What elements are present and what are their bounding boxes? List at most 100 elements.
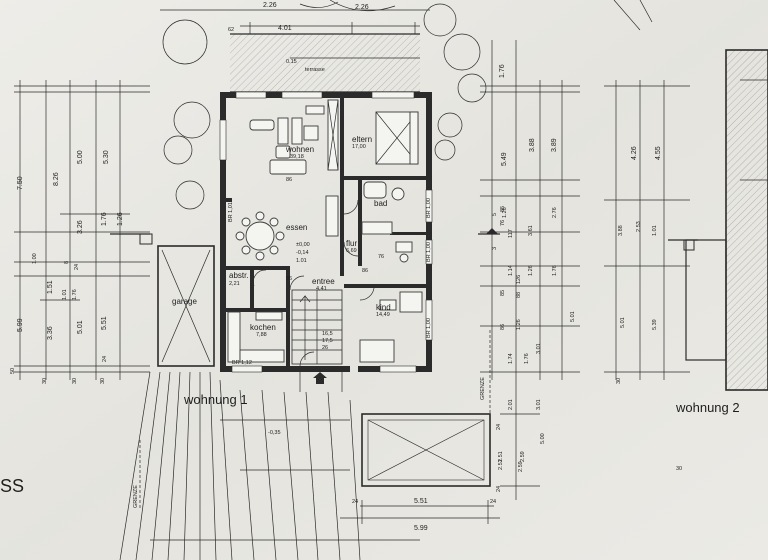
right-dim-9: 1.76: [552, 265, 558, 276]
right-small-5: 1.14: [508, 265, 514, 276]
right-dim-10: 5.01: [570, 311, 576, 322]
room-eltern-area: 17,00: [352, 144, 366, 150]
dining-table: [235, 195, 339, 261]
room-flur-area: 6,69: [346, 248, 357, 254]
garden-shrubs: [162, 0, 653, 210]
driveway-lines: [119, 371, 420, 560]
right-dim-8: 1.26: [528, 265, 534, 276]
carport-dim-3: 2.59: [518, 461, 524, 472]
right-dimension-lines: [480, 40, 580, 500]
right-dim-1: 1.76: [499, 64, 506, 78]
left-dim-11: 5.51: [101, 316, 108, 330]
left-small-6: 30: [72, 378, 78, 384]
room-entree-area: 4,41: [316, 286, 327, 292]
right2-dim-6: 5.01: [620, 317, 626, 328]
boundary-label-left: GRENZE: [133, 485, 139, 508]
left-small-3: 1.01: [62, 289, 68, 300]
dim-top-2: 2.26: [355, 4, 369, 11]
bottom-dim-5: 30: [676, 466, 682, 472]
level-marker: ±0,00: [296, 242, 310, 248]
parents-bed: [375, 111, 419, 165]
right-dim-14: 2.01: [508, 399, 514, 410]
right-dim-18: 5.00: [540, 433, 546, 444]
right2-dim-2: 4.55: [655, 146, 662, 160]
left-dim-4: 8.26: [53, 172, 60, 186]
right-dim-16: 2.51: [498, 451, 504, 462]
room-kochen: kochen: [250, 323, 276, 332]
boundary-label-right: GRENZE: [480, 377, 486, 400]
section-marker-left: [110, 233, 153, 245]
mark-1: 86: [286, 177, 292, 183]
stair-dim-2: 17,5: [322, 338, 333, 344]
right-small-9: 86: [500, 324, 506, 330]
bathroom-fixtures: [361, 181, 413, 263]
bottom-dim-2: 5.99: [414, 525, 428, 532]
dim-top-3: 4.01: [278, 25, 292, 32]
left-dim-10: 5.01: [77, 320, 84, 334]
right-dim-17: 2.59: [520, 451, 526, 462]
right-dim-15: 3.01: [536, 399, 542, 410]
living-furniture: [249, 99, 339, 175]
bottom-dim-1: 5.51: [414, 498, 428, 505]
right-dim-2: 5.49: [501, 152, 508, 166]
terrace-label: terrasse: [305, 67, 325, 73]
left-small-2: 1.76: [72, 289, 78, 300]
wohnung-2-building: [685, 49, 768, 391]
right-dim-3: 3.88: [529, 138, 536, 152]
room-kind-area: 14,49: [376, 312, 390, 318]
right2-dim-7: 5.39: [652, 319, 658, 330]
left-dim-12: 3.36: [47, 326, 54, 340]
right-dim-7: 3.61: [528, 225, 534, 236]
br-label-3: BR 1,00: [426, 242, 432, 262]
garage: [157, 245, 215, 367]
ss-label: SS: [0, 476, 24, 496]
staircase: [291, 289, 343, 365]
room-flur: flur: [346, 239, 357, 248]
br-label-5: BR 1,12: [232, 360, 252, 366]
right-small-8: 126: [516, 275, 522, 284]
right2-dimension-lines: [604, 80, 690, 380]
level-marker-2: -0,14: [296, 250, 309, 256]
left-dim-13: 24: [102, 356, 108, 362]
left-dimension-lines: [14, 80, 150, 380]
right-small-10: 1.26: [516, 319, 522, 330]
left-dim-15: 30: [42, 378, 48, 384]
br-label-1: BR 1,01: [228, 202, 234, 222]
room-bad: bad: [374, 199, 387, 208]
carport-dim-2: 2.51: [498, 459, 504, 470]
room-wohnen-area: 39,18: [290, 154, 304, 160]
mark-4: 76: [378, 254, 384, 260]
left-small-5: 1.00: [32, 253, 38, 264]
dim-top-4: 62: [228, 27, 234, 33]
bottom-dim-4: 24: [490, 499, 496, 505]
right-small-2: 85: [500, 206, 506, 212]
bottom-dim-3: 24: [352, 499, 358, 505]
room-kind: kind: [376, 303, 391, 312]
right-small-11: 3: [492, 247, 498, 250]
stair-dim-1: 16,5: [322, 331, 333, 337]
left-dim-1: 7.50: [17, 176, 24, 190]
mark-5: 86: [362, 268, 368, 274]
left-dim-14: 50: [10, 368, 16, 374]
left-small-4: 8: [64, 261, 70, 264]
wohnung-2-label: wohnung 2: [675, 400, 740, 415]
carport-dim-4: 24: [496, 486, 502, 492]
right-small-4: 117: [508, 229, 514, 238]
left-dim-2: 5.00: [77, 150, 84, 164]
room-abstr-area: 2,21: [229, 281, 240, 287]
dim-top-5: 0.15: [286, 59, 297, 65]
wohnung-1-label: wohnung 1: [183, 392, 248, 407]
entrance-arrow-icon: [299, 372, 343, 392]
right-dim-13: 1.76: [524, 353, 530, 364]
windows: [219, 91, 433, 373]
right-small-7: 88: [516, 292, 522, 298]
room-kochen-area: 7,88: [256, 332, 267, 338]
br-label-2: BR 1,00: [426, 198, 432, 218]
left-dim-9: 5.99: [17, 318, 24, 332]
right2-dim-1: 4.26: [631, 146, 638, 160]
left-small-7: 30: [100, 378, 106, 384]
room-eltern: eltern: [352, 135, 372, 144]
room-entree: entree: [312, 277, 335, 286]
room-essen: essen: [286, 223, 307, 232]
right-dim-5: 1.26: [502, 207, 508, 218]
